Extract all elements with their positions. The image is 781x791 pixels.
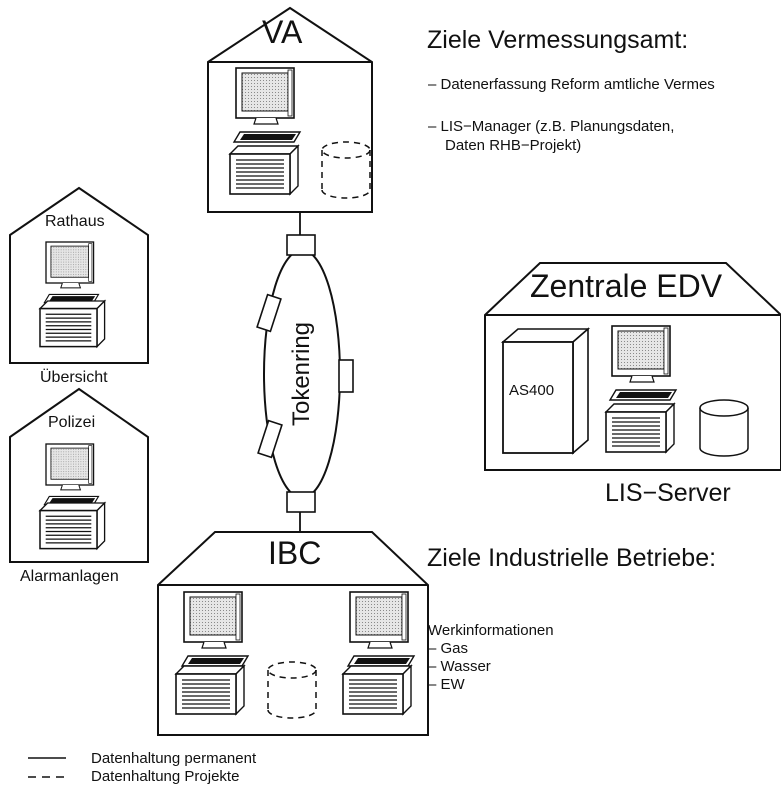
rathaus-title: Rathaus (45, 213, 105, 230)
va-title: VA (262, 14, 303, 50)
rathaus-cpu-icon (39, 300, 106, 348)
va-goal-item-3: Daten RHB−Projekt) (445, 137, 582, 154)
legend-projects-label: Datenhaltung Projekte (91, 768, 240, 785)
zentrale-cpu-icon (605, 403, 675, 453)
rathaus-caption: Übersicht (40, 369, 108, 386)
tokenring-label: Tokenring (288, 321, 316, 427)
va-goals-title: Ziele Vermessungsamt: (427, 26, 689, 54)
ibc-title: IBC (268, 535, 322, 571)
ibc-cpu-left-icon (175, 665, 245, 715)
ibc-goal-item-2: – Wasser (428, 658, 491, 675)
building-va (207, 6, 373, 213)
tokenring-node-bottom (286, 491, 316, 513)
zentrale-title: Zentrale EDV (530, 268, 723, 304)
building-zentrale-edv (484, 262, 781, 471)
as400-label: AS400 (509, 382, 555, 399)
tokenring-node-left-lower (257, 419, 283, 459)
tokenring-node-top (286, 234, 316, 256)
as400-server-icon (500, 327, 591, 455)
va-cpu-icon (229, 145, 299, 195)
va-goal-item-2: – LIS−Manager (z.B. Planungsdaten, (428, 118, 675, 135)
polizei-caption: Alarmanlagen (20, 568, 119, 585)
ibc-goal-item-3: – EW (428, 676, 465, 693)
building-rathaus (9, 186, 149, 364)
zentrale-permanent-db-icon (699, 399, 749, 457)
polizei-title: Polizei (48, 414, 96, 431)
lis-server-label: LIS−Server (605, 479, 731, 507)
va-goal-item-1: – Datenerfassung Reform amtliche Vermes (428, 76, 715, 93)
tokenring-node-right (338, 359, 354, 393)
ibc-goal-item-1: – Gas (428, 640, 469, 657)
building-ibc (157, 531, 429, 736)
tokenring (256, 212, 354, 532)
ibc-goals-intro: Werkinformationen (428, 622, 554, 639)
building-polizei (9, 387, 149, 563)
legend-permanent-label: Datenhaltung permanent (91, 750, 257, 767)
ibc-cpu-right-icon (342, 665, 412, 715)
polizei-cpu-icon (39, 502, 106, 550)
tokenring-node-left-upper (256, 293, 282, 333)
ibc-goals-title: Ziele Industrielle Betriebe: (427, 544, 717, 572)
